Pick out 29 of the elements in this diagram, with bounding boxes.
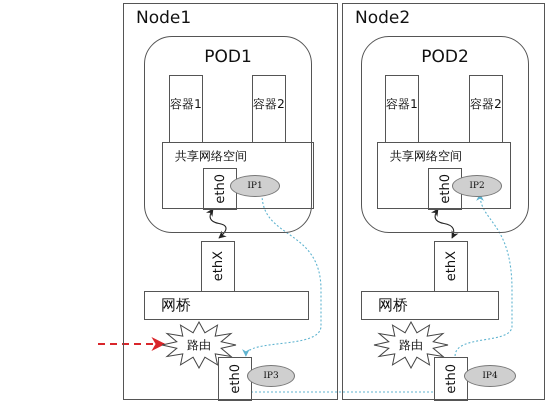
interface-box: ethX: [201, 241, 235, 292]
bridge-bar: 网桥: [144, 291, 309, 320]
network-space-box: [377, 142, 511, 209]
space-label: 共享网络空间: [390, 148, 462, 165]
pod-box: [361, 36, 529, 233]
container-box: 容器2: [469, 75, 503, 143]
ip-ellipse: IP3: [247, 365, 295, 387]
container-box: 容器1: [385, 75, 419, 143]
pod-title: POD2: [420, 47, 470, 67]
container-box: 容器1: [169, 75, 203, 143]
pod-box: [144, 36, 312, 233]
space-label: 共享网络空间: [175, 148, 247, 165]
interface-box: eth0: [434, 357, 468, 401]
network-space-box: [162, 142, 314, 209]
pod-title: POD1: [203, 47, 253, 67]
node-title: Node1: [136, 8, 192, 28]
bridge-bar: 网桥: [361, 291, 499, 320]
node-frame: [342, 3, 545, 400]
interface-box: ethX: [434, 241, 468, 292]
ip-ellipse: IP1: [230, 175, 280, 197]
dashed-arrow: [98, 337, 166, 351]
node-frame: [123, 3, 338, 400]
ip-ellipse: IP4: [464, 365, 516, 387]
arrow: [431, 208, 458, 239]
ip-ellipse: IP2: [452, 175, 502, 197]
arrow: [206, 208, 227, 239]
connector-line: [251, 391, 433, 393]
node-title: Node2: [355, 8, 410, 28]
container-box: 容器2: [252, 75, 286, 143]
